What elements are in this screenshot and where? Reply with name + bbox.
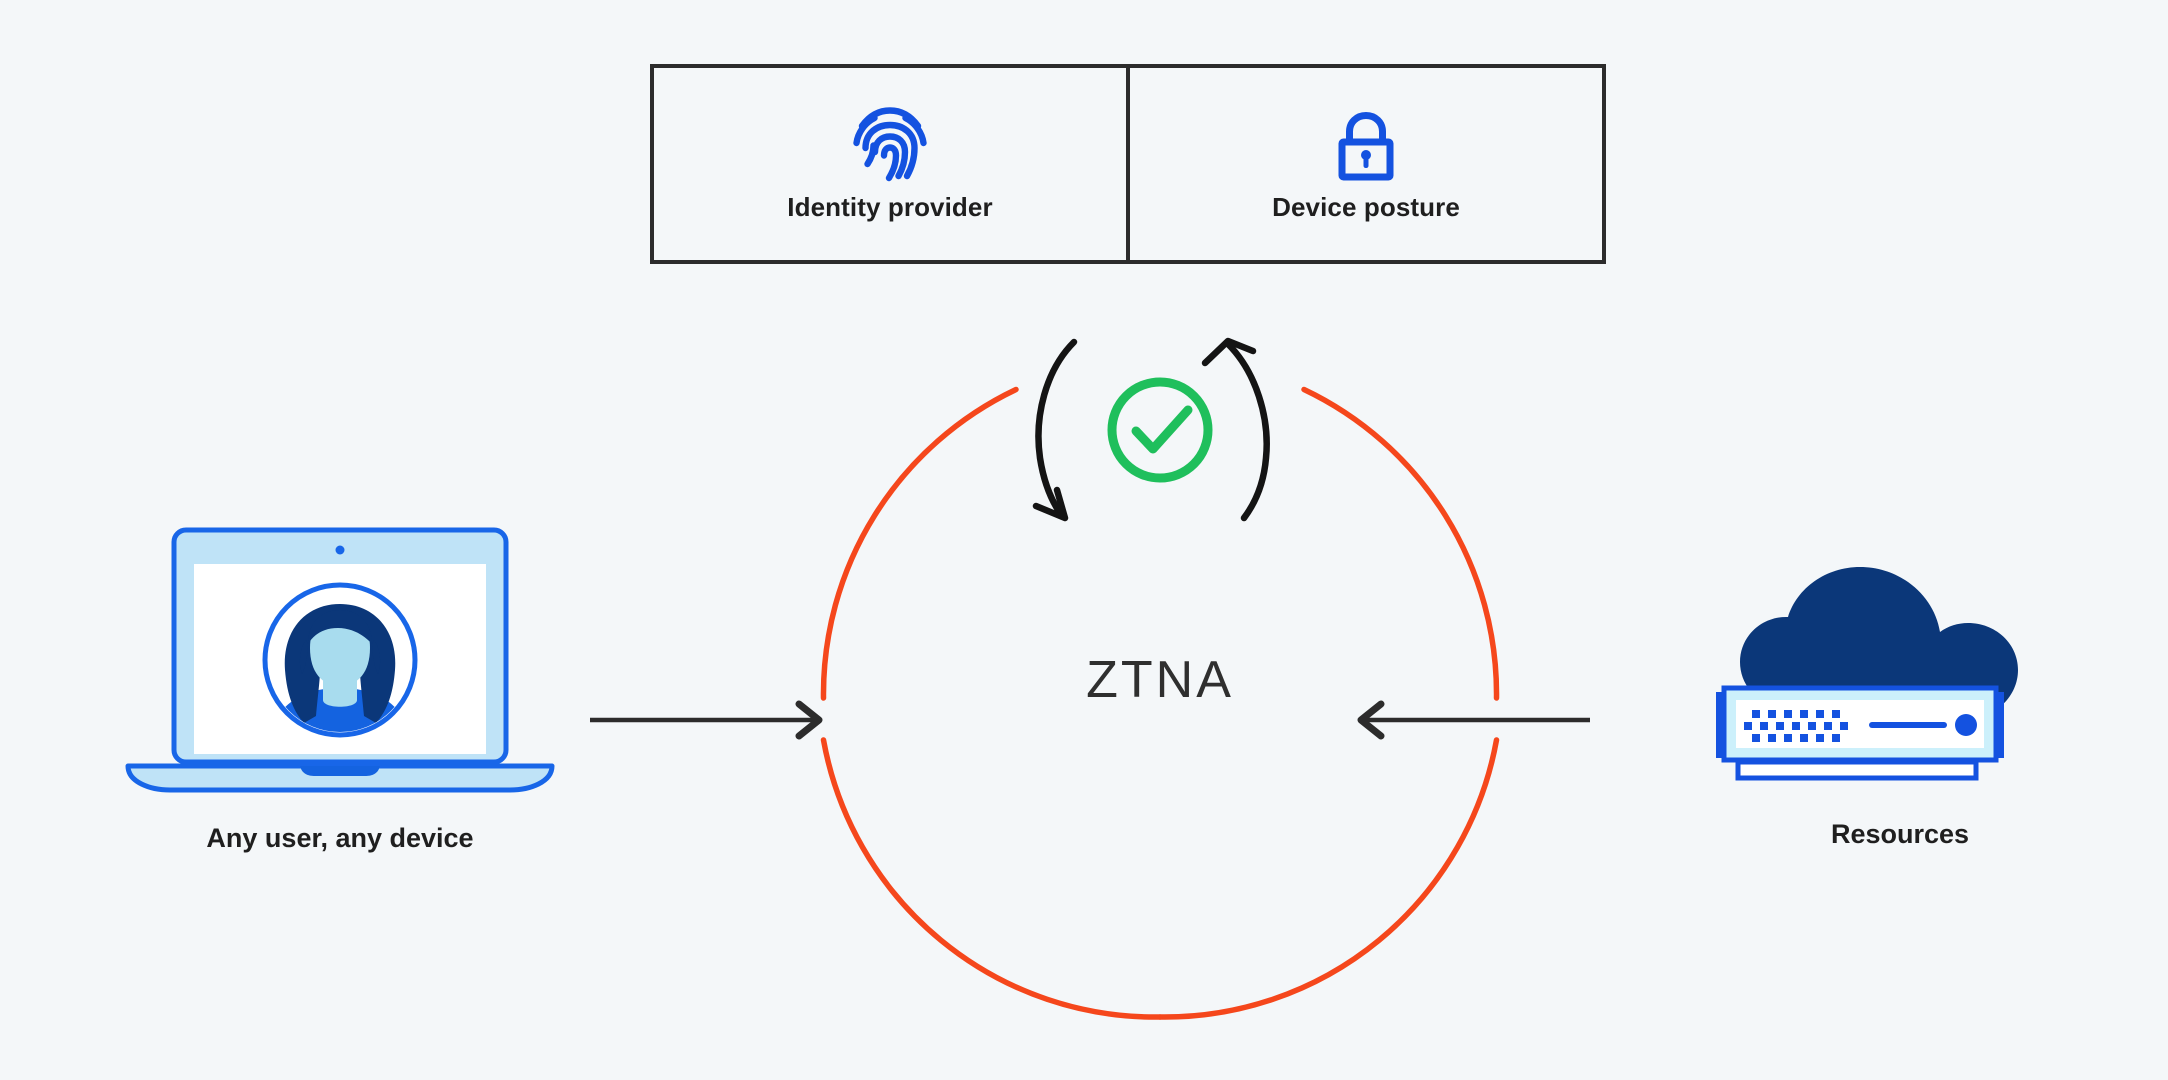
- refresh-arrows-icon: [1032, 337, 1270, 522]
- connector-user-to-ztna: [587, 700, 830, 745]
- cloud-shape: [1740, 567, 2018, 718]
- node-label: Resources: [1830, 819, 1970, 849]
- policy-box: Identity provider Device posture: [650, 64, 1606, 264]
- fingerprint-icon: [852, 107, 928, 186]
- policy-cell-identity-provider: Identity provider: [654, 68, 1126, 260]
- policy-cell-label: Identity provider: [787, 192, 993, 222]
- policy-cell-label: Device posture: [1272, 192, 1460, 222]
- ztna-ring-arc: [820, 386, 1500, 1020]
- server-rack: [1716, 685, 2004, 781]
- check-circle-icon: [1107, 377, 1213, 483]
- node-resources: Resources: [1690, 550, 2110, 850]
- padlock-icon: [1331, 108, 1401, 186]
- connector-resources-to-ztna: [1340, 700, 1593, 745]
- ztna-ring-group: ZTNA: [800, 320, 1520, 1040]
- node-label: Any user, any device: [206, 823, 474, 853]
- avatar: [262, 582, 418, 738]
- laptop-user-icon: [110, 520, 570, 805]
- server-vent-dots: [1744, 710, 1848, 742]
- node-any-user-any-device: Any user, any device: [110, 520, 570, 854]
- policy-cell-device-posture: Device posture: [1126, 68, 1602, 260]
- cloud-server-icon: [1700, 550, 2100, 805]
